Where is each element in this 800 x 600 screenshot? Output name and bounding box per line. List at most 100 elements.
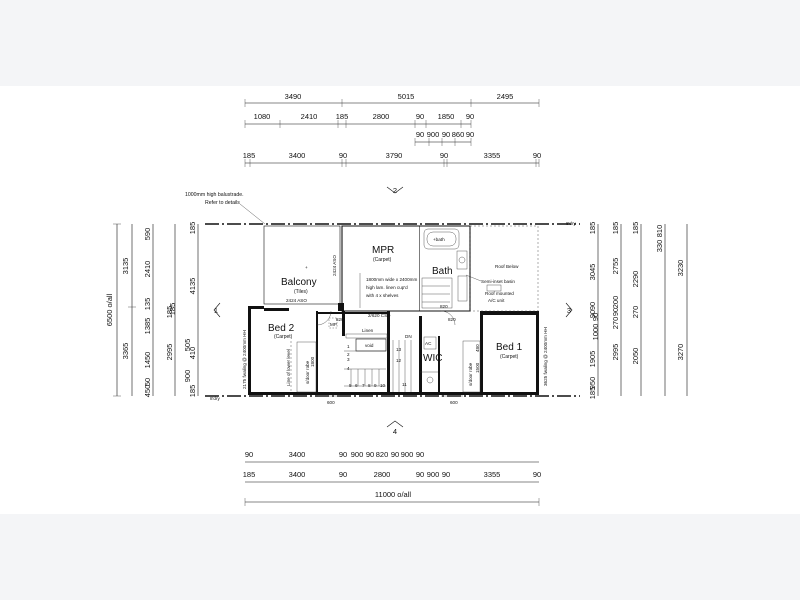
balustrade-note-line1: 1000mm high balustrade.: [185, 192, 244, 198]
right-dim-b-1: 185: [631, 222, 640, 235]
right-dim-a-2: 2755: [611, 258, 620, 275]
bottom-dimensions: 90 3400 90 900 90 820 90 900 90 185 3400…: [243, 450, 541, 506]
door-820-c: 820: [440, 304, 448, 309]
stair-area: Linen void DN MP 2/620 CSD 7 8 9 10 5 6 …: [328, 313, 412, 392]
svg-text:10: 10: [380, 383, 386, 388]
h1500-label: 1500: [475, 362, 480, 373]
right-dim-a-1: 185: [611, 222, 620, 235]
bath-tub-label: +bath: [433, 237, 445, 242]
ac-label: AC: [425, 341, 432, 346]
linen-note-2: high lam. linen cup'd: [366, 285, 408, 290]
room-bed1-finish: (Carpet): [500, 354, 519, 360]
svg-text:1: 1: [214, 306, 218, 315]
left-dim-a-3: 135: [143, 298, 152, 311]
room-wic: WIC AC: [420, 336, 442, 384]
left-dim-a-2: 2410: [143, 261, 152, 278]
window-600-b: 600: [450, 400, 458, 405]
linen-label: Linen: [362, 328, 374, 333]
right-dim-i-6: 950: [588, 377, 597, 390]
right-dim-i-3: 90: [588, 302, 597, 310]
h480-label: 480: [475, 344, 480, 352]
top-dim-r4-7: 90: [533, 151, 541, 160]
bot-dim-r2-5: 90: [416, 470, 424, 479]
aso-label-2: 2424 ASO: [286, 298, 307, 303]
left-dim-a-7: 450: [143, 385, 152, 398]
top-dimensions: 3490 5015 2495 1080 2410 185 2800 90 185…: [243, 92, 541, 167]
svg-text:1: 1: [347, 344, 350, 349]
line-lower-label: Line of lower level: [286, 349, 291, 386]
svg-text:7: 7: [362, 383, 365, 388]
top-dim-2: 5015: [398, 92, 415, 101]
left-dim-c-5: 505: [183, 339, 192, 352]
room-bed1-name: Bed 1: [496, 342, 523, 353]
top-dim-r3-4: 860: [452, 130, 465, 139]
top-dim-r4-6: 3355: [484, 151, 501, 160]
left-dim-c-8: 185: [188, 385, 197, 398]
top-dim-r3-2: 900: [427, 130, 440, 139]
ceiling-label-right: 8'dry: [566, 221, 577, 226]
left-dimensions: 6500 o/all 3135 3365 590 2410 135 1385 1…: [105, 222, 199, 398]
right-dim-i-1: 185: [588, 222, 597, 235]
top-dim-r2-7: 90: [466, 112, 474, 121]
right-dim-o-3: 3230: [676, 260, 685, 277]
top-dim-r3-1: 90: [416, 130, 424, 139]
robe-label-1: s/door robe: [305, 360, 310, 384]
right-dim-b-4: 2050: [631, 348, 640, 365]
room-bed-1: Bed 1 (Carpet) s/door robe 1500 480 3625…: [316, 304, 548, 393]
floor-plan: 3490 5015 2495 1080 2410 185 2800 90 185…: [105, 92, 688, 506]
drawing-sheet: 3490 5015 2495 1080 2410 185 2800 90 185…: [0, 86, 800, 514]
left-dim-b-3: 4135: [188, 278, 197, 295]
svg-text:+: +: [305, 265, 308, 270]
top-dim-3: 2495: [497, 92, 514, 101]
top-dim-r2-6: 1850: [438, 112, 455, 121]
left-dim-a-6: 50: [143, 378, 152, 386]
left-dim-outer-1: 3135: [121, 258, 130, 275]
right-dim-a-7: 270: [611, 317, 620, 330]
right-dim-i-4: 90: [588, 310, 597, 318]
window-600-a: 600: [327, 400, 335, 405]
balcony-tiles: + Balcony (Tiles) 2424 ASO 2424 ASO: [281, 255, 337, 303]
h1800-label: 1800: [310, 356, 315, 367]
svg-text:6: 6: [355, 383, 358, 388]
door-820-b: 820: [448, 317, 456, 322]
bot-dim-r2-2: 3400: [289, 470, 306, 479]
room-wic-name: WIC: [423, 353, 442, 364]
right-dim-a-3: 200: [611, 296, 620, 309]
svg-text:4: 4: [393, 427, 397, 436]
room-bath-name: Bath: [432, 266, 453, 277]
roof-ac-note-1: Roof mounted: [485, 291, 514, 296]
left-dim-b-4: 410: [188, 347, 197, 360]
fh-left-label: 2175 fwaling @ 2400mm HH: [242, 330, 247, 389]
walls: [248, 225, 539, 395]
robe-label-2: s/door robe: [468, 362, 473, 386]
left-dim-c-1: 185: [188, 222, 197, 235]
left-dim-overall: 6500 o/all: [105, 293, 114, 326]
svg-text:8: 8: [368, 383, 371, 388]
bot-dim-r2-7: 90: [442, 470, 450, 479]
bot-dim-r1-3: 90: [339, 450, 347, 459]
room-mpr-finish: (Carpet): [373, 257, 392, 263]
csd-label: 2/620 CSD: [368, 313, 391, 318]
room-bath: +bath Bath: [421, 228, 468, 309]
section-marker-3: 3: [565, 302, 573, 318]
svg-text:9: 9: [374, 383, 377, 388]
left-dim-a-1: 590: [143, 228, 152, 241]
bot-dim-r2-9: 90: [533, 470, 541, 479]
right-dim-b-2: 2290: [631, 271, 640, 288]
top-dim-r2-1: 1080: [254, 112, 271, 121]
bot-dim-r1-5: 90: [366, 450, 374, 459]
svg-text:3: 3: [347, 357, 350, 362]
room-bed-2: Bed 2 (Carpet) Line of lower level s/doo…: [242, 317, 344, 393]
svg-text:13: 13: [396, 347, 402, 352]
right-dim-a-4: 90: [611, 308, 620, 316]
top-dim-r2-2: 2410: [301, 112, 318, 121]
dn-label: DN: [405, 334, 412, 339]
svg-text:12: 12: [396, 358, 402, 363]
bot-dim-r1-4: 900: [351, 450, 364, 459]
left-dim-b-2: 2995: [165, 344, 174, 361]
bot-dim-r1-1: 90: [245, 450, 253, 459]
bot-dim-r2-6: 900: [427, 470, 440, 479]
top-dim-r3-3: 90: [442, 130, 450, 139]
linen-note-1: 1800mm wide x 2400mm: [366, 277, 417, 282]
svg-text:5: 5: [349, 383, 352, 388]
